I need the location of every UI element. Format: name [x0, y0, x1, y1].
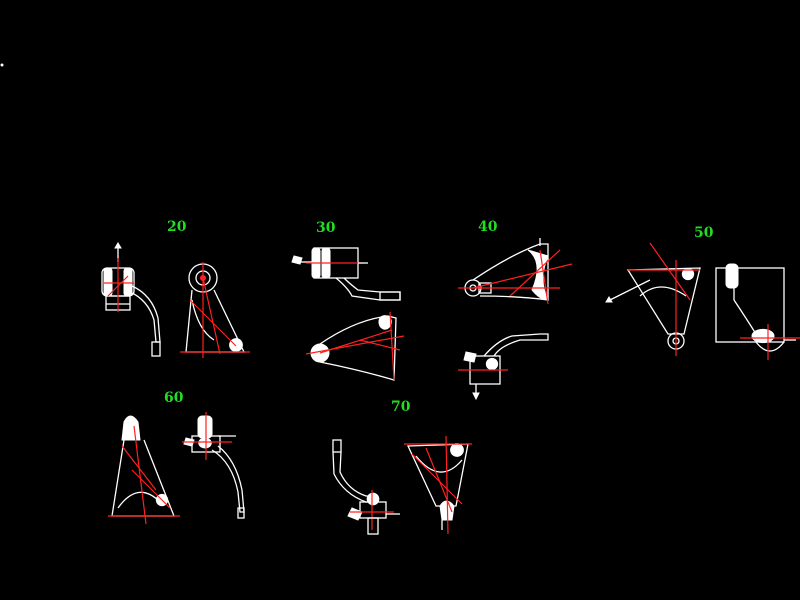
step-label-50: 50	[694, 225, 714, 241]
step-label-40: 40	[478, 219, 498, 235]
fixture-20-front-view	[180, 262, 250, 358]
fixture-40-front-view	[458, 238, 573, 305]
step-label-60: 60	[164, 390, 184, 406]
fixture-70-side-view	[332, 439, 400, 535]
step-label-70: 70	[391, 399, 411, 415]
step-label-30: 30	[316, 220, 336, 236]
fixture-20-side-view	[101, 242, 161, 357]
fixture-50-side-view	[715, 263, 800, 360]
fixture-30-top-view	[291, 247, 401, 301]
fixture-40-top-view	[458, 333, 549, 401]
fixture-50-front-view	[605, 242, 701, 356]
fixture-30-front-view	[305, 311, 405, 381]
fixture-60-side-view	[182, 412, 245, 519]
step-label-20: 20	[167, 219, 187, 235]
fixture-60-front-view	[108, 415, 180, 525]
origin-dot	[0, 63, 4, 67]
fixture-70-front-view	[404, 435, 472, 535]
